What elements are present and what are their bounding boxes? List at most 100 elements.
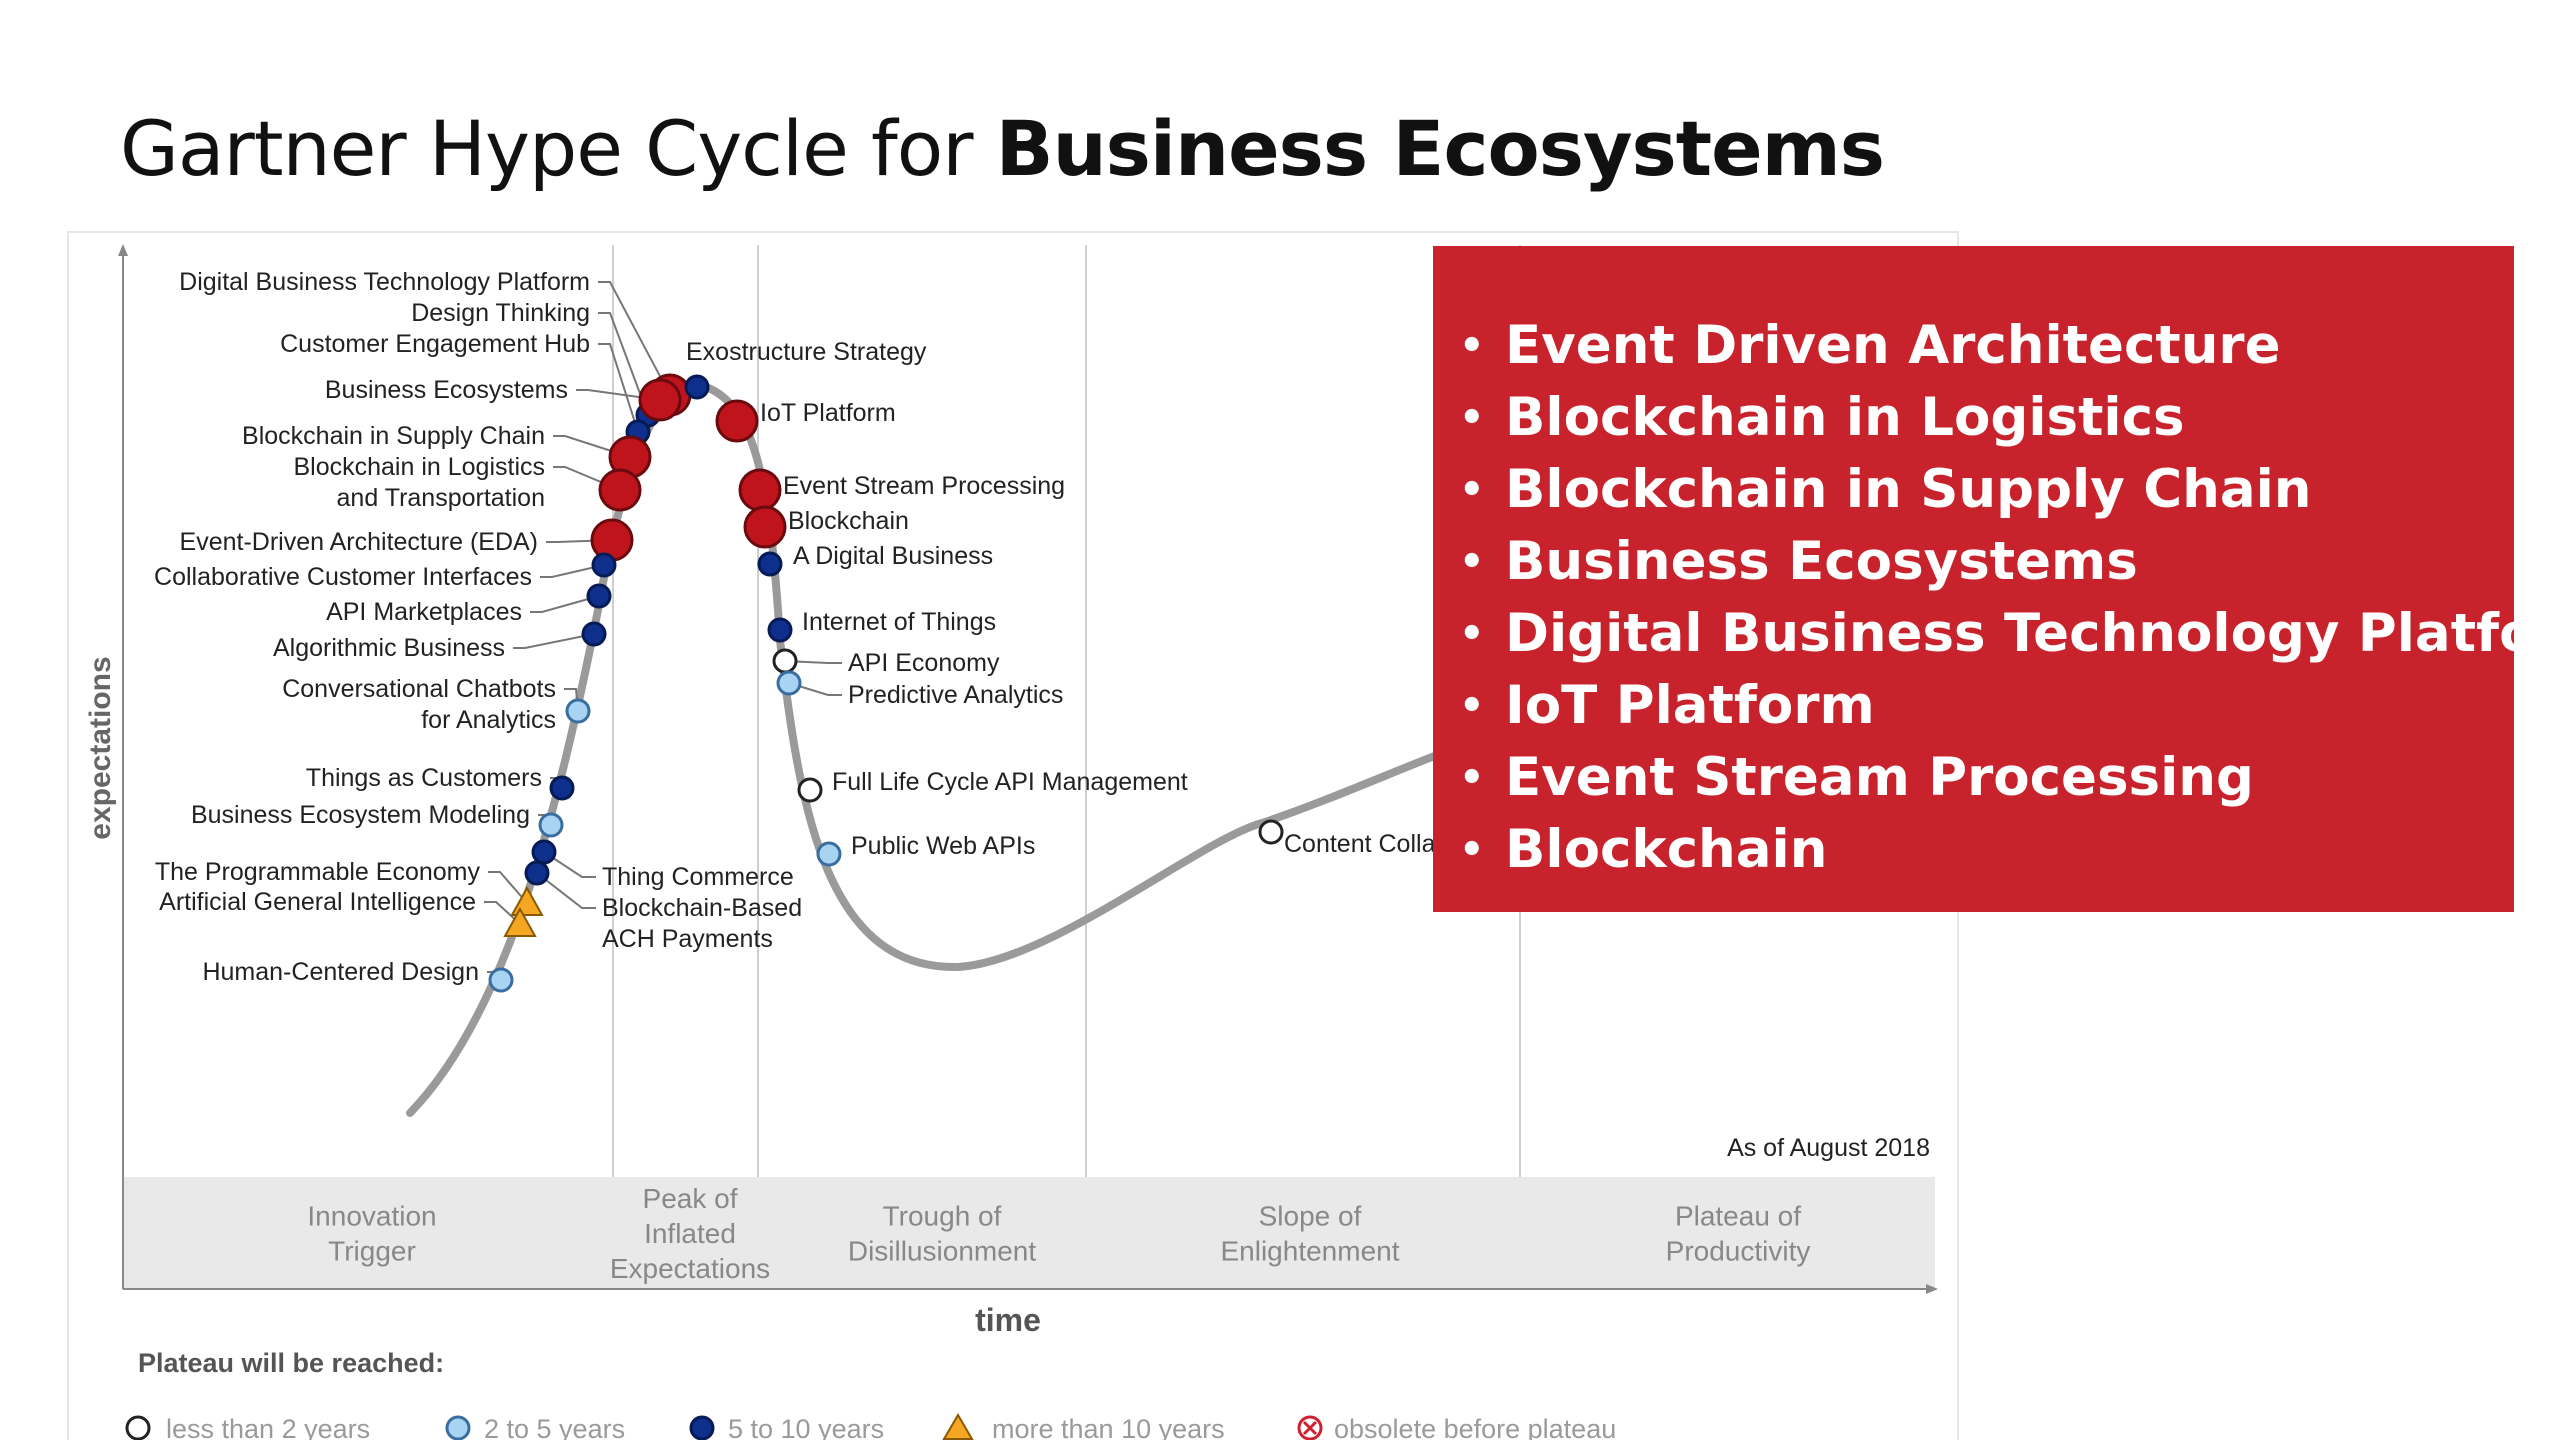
leader-line (553, 435, 631, 458)
bullet-icon: • (1459, 683, 1485, 729)
highlight-text: Digital Business Technology Platform (1505, 603, 2560, 664)
marker-full-life-cycle-api-management (797, 777, 823, 803)
leader-line (543, 851, 596, 878)
label-api-marketplaces: API Marketplaces (326, 598, 522, 626)
marker-human-centered-design (488, 967, 514, 993)
label-design-thinking: Design Thinking (411, 299, 590, 327)
legend-marker-dark (689, 1415, 715, 1440)
marker-blockchain-in-logistics-and-transportation (598, 468, 642, 512)
label-the-programmable-economy: The Programmable Economy (155, 858, 481, 886)
marker-blockchain (743, 505, 787, 549)
marker-internet-of-things (767, 617, 793, 643)
label-event-stream-processing: Event Stream Processing (783, 472, 1065, 500)
legend-marker-light (445, 1415, 471, 1440)
marker-things-as-customers (549, 775, 575, 801)
leader-line (540, 564, 605, 578)
marker-conversational-chatbots-for-analytics (565, 698, 591, 724)
label-blockchain: Blockchain (788, 507, 909, 535)
phase-dividers (612, 245, 1521, 1177)
marker-content-collaboration (1258, 819, 1284, 845)
bullet-icon: • (1459, 539, 1485, 585)
highlight-text: Blockchain in Supply Chain (1505, 459, 2312, 520)
marker-predictive-analytics (776, 670, 802, 696)
highlight-item: • Event Stream Processing (1453, 742, 2514, 814)
bullet-icon: • (1459, 395, 1485, 441)
label-thing-commerce: Thing Commerce (602, 863, 794, 891)
bullet-icon: • (1459, 755, 1485, 801)
label-iot-platform: IoT Platform (760, 399, 896, 427)
leader-line (536, 872, 596, 909)
legend-label: more than 10 years (992, 1414, 1225, 1440)
technology-markers (488, 373, 1525, 993)
highlight-item: • Blockchain in Logistics (1453, 382, 2514, 454)
marker-event-stream-processing (738, 468, 782, 512)
label-full-life-cycle-api-management: Full Life Cycle API Management (832, 768, 1188, 796)
label-internet-of-things: Internet of Things (802, 608, 996, 636)
marker-business-ecosystem-modeling (538, 812, 564, 838)
label-artificial-general-intelligence: Artificial General Intelligence (159, 888, 476, 916)
legend-label: less than 2 years (166, 1414, 370, 1440)
highlight-text: IoT Platform (1505, 675, 1875, 736)
leader-line (788, 682, 842, 696)
highlight-item: • IoT Platform (1453, 670, 2514, 742)
technology-labels: Digital Business Technology PlatformDesi… (154, 268, 1745, 986)
marker-blockchain-based-ach-payments (524, 860, 550, 886)
marker-business-ecosystems (638, 378, 682, 422)
marker-exostructure-strategy (684, 374, 710, 400)
leader-line (530, 595, 600, 613)
legend: Plateau will be reached: less than 2 yea… (125, 1348, 1616, 1440)
label-a-digital-business: A Digital Business (793, 542, 993, 570)
highlight-text: Blockchain (1505, 819, 1828, 880)
label-human-centered-design: Human-Centered Design (202, 958, 479, 986)
highlight-list: •Event Driven Architecture•Blockchain in… (1453, 310, 2560, 886)
leader-line (576, 389, 661, 401)
highlight-text: Blockchain in Logistics (1505, 387, 2185, 448)
highlight-text: Event Driven Architecture (1505, 315, 2281, 376)
highlight-item: • Digital Business Technology Platform (1453, 598, 2560, 670)
highlight-item: •Business Ecosystems (1453, 526, 2514, 598)
title-bold: Business Ecosystems (995, 104, 1885, 193)
highlight-text: Event Stream Processing (1505, 747, 2254, 808)
bullet-icon: • (1459, 827, 1485, 873)
as-of-date: As of August 2018 (1727, 1134, 1930, 1162)
legend-label: 5 to 10 years (728, 1414, 884, 1440)
bullet-icon: • (1459, 611, 1485, 657)
legend-label: obsolete before plateau (1334, 1414, 1616, 1440)
label-business-ecosystem-modeling: Business Ecosystem Modeling (191, 801, 530, 829)
label-algorithmic-business: Algorithmic Business (273, 634, 505, 662)
slide-title: Gartner Hype Cycle for Business Ecosyste… (120, 104, 1885, 193)
marker-algorithmic-business (581, 621, 607, 647)
label-exostructure-strategy: Exostructure Strategy (686, 338, 927, 366)
legend-marker-obsolete-cross (1302, 1420, 1318, 1436)
legend-marker-triangle (942, 1413, 974, 1440)
marker-public-web-apis (816, 841, 842, 867)
leader-line (513, 633, 595, 649)
label-digital-business-technology-platform: Digital Business Technology Platform (179, 268, 590, 296)
highlight-item: •Event Driven Architecture (1453, 310, 2514, 382)
label-api-economy: API Economy (848, 649, 1000, 677)
highlight-panel: •Event Driven Architecture•Blockchain in… (1433, 246, 2560, 912)
marker-triangle-artificial-general-intelligence (503, 906, 537, 937)
leader-line (598, 343, 639, 433)
highlight-item: •Blockchain in Supply Chain (1453, 454, 2514, 526)
y-axis-label: expectations (84, 656, 117, 839)
legend-title: Plateau will be reached: (138, 1348, 444, 1378)
highlight-item: • Blockchain (1453, 814, 2514, 886)
marker-api-marketplaces (586, 583, 612, 609)
leader-line (488, 871, 528, 904)
legend-label: 2 to 5 years (484, 1414, 625, 1440)
x-axis-label: time (975, 1302, 1041, 1338)
marker-thing-commerce (531, 839, 557, 865)
leader-line (598, 312, 649, 416)
title-prefix: Gartner Hype Cycle for (120, 104, 996, 193)
label-collaborative-customer-interfaces: Collaborative Customer Interfaces (154, 563, 532, 591)
label-customer-engagement-hub: Customer Engagement Hub (280, 330, 590, 358)
